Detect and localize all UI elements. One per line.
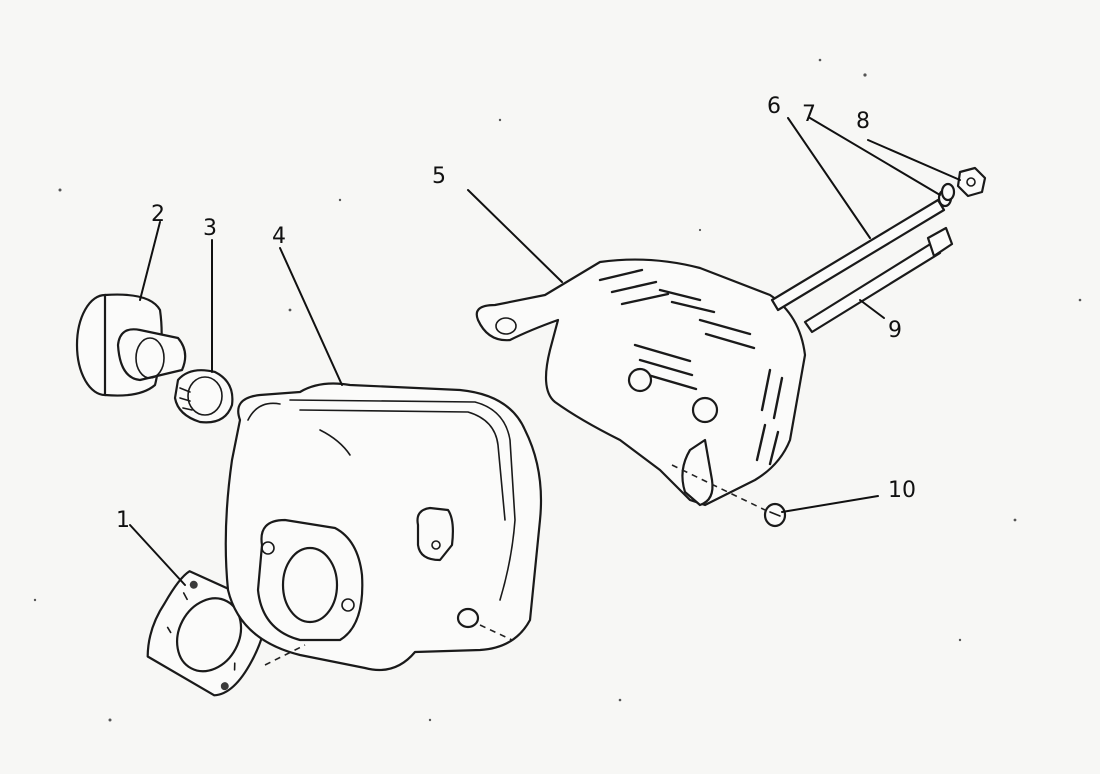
- bolt-part: [803, 226, 954, 334]
- assembly-guide-lines: [264, 464, 766, 666]
- nut-part: [956, 166, 987, 198]
- callout-labels: 1 2 3 4 5 6 7 8 9 10: [116, 94, 916, 533]
- callout-4: 4: [272, 224, 286, 249]
- callout-3: 3: [203, 216, 217, 241]
- muffler-part: [224, 382, 543, 672]
- callout-10: 10: [888, 478, 916, 503]
- callout-6: 6: [767, 94, 781, 119]
- callout-2: 2: [151, 202, 165, 227]
- leader-lines: [129, 117, 961, 586]
- screw-part: [763, 502, 787, 528]
- scan-specks: [33, 58, 1082, 722]
- exhaust-deflector-part: [75, 293, 187, 397]
- callout-9: 9: [888, 318, 902, 343]
- callout-5: 5: [432, 164, 446, 189]
- clamp-ring-part: [173, 369, 234, 424]
- muffler-guard-part: [475, 258, 807, 507]
- callout-8: 8: [856, 109, 870, 134]
- washer-part: [940, 182, 956, 202]
- callout-7: 7: [802, 102, 816, 127]
- callout-1: 1: [116, 508, 130, 533]
